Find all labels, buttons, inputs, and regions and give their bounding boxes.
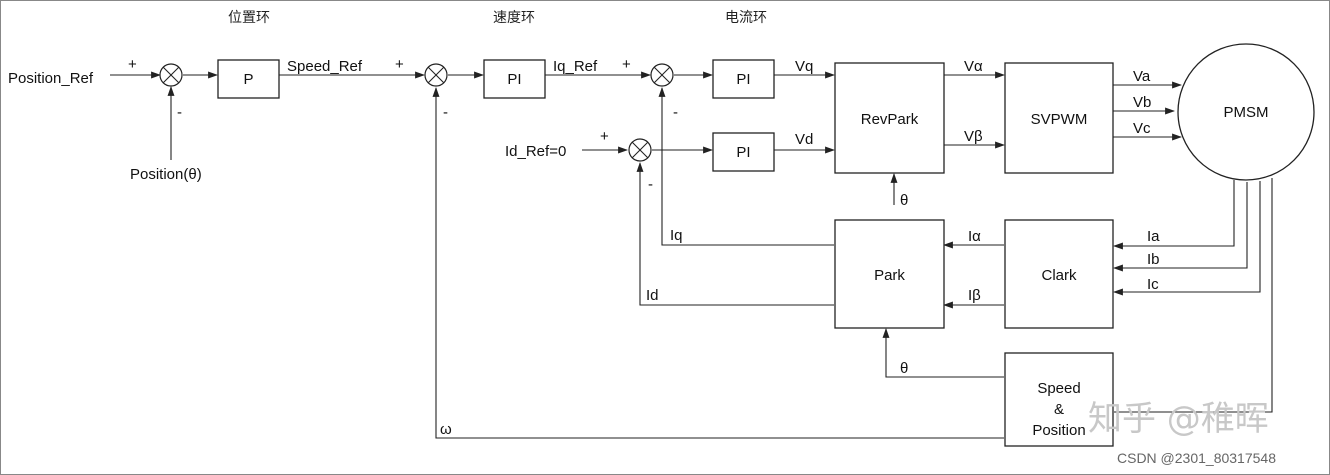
pi-id-label: PI: [736, 144, 750, 161]
current-loop-title: 电流环: [725, 10, 767, 26]
sum-junction-position: [159, 63, 183, 87]
footer-credit: CSDN @2301_80317548: [1117, 450, 1276, 466]
vc-label: Vc: [1133, 120, 1151, 137]
vd-label: Vd: [795, 131, 813, 148]
pi-iq-block: [712, 59, 775, 99]
pmsm-motor: [1177, 43, 1315, 181]
position-theta-label: Position(θ): [130, 166, 202, 183]
speed-position-label-line1: Speed: [1037, 380, 1080, 397]
position-loop-title: 位置环: [228, 10, 270, 26]
id-feedback-label: Id: [646, 287, 659, 304]
park-block: [834, 219, 945, 329]
sign-minus-iq: -: [673, 104, 678, 121]
revpark-block: [834, 62, 945, 174]
sum-junction-iq: [650, 63, 674, 87]
valpha-label: Vα: [964, 58, 983, 75]
speed-ref-label: Speed_Ref: [287, 58, 363, 75]
ic-label: Ic: [1147, 276, 1159, 293]
ia-label: Ia: [1147, 228, 1160, 245]
clark-label: Clark: [1041, 267, 1077, 284]
theta-park-label: θ: [900, 360, 908, 377]
vbeta-label: Vβ: [964, 128, 983, 145]
speed-position-block: [1004, 352, 1114, 447]
clark-block: [1004, 219, 1114, 329]
revpark-label: RevPark: [861, 111, 919, 128]
vq-label: Vq: [795, 58, 813, 75]
id-ref-label: Id_Ref=0: [505, 143, 566, 160]
svpwm-label: SVPWM: [1031, 111, 1088, 128]
sign-minus-id: -: [648, 176, 653, 193]
ialpha-label: Iα: [968, 228, 981, 245]
pi-speed-block: [483, 59, 546, 99]
ibeta-label: Iβ: [968, 287, 981, 304]
theta-revpark-label: θ: [900, 192, 908, 209]
pi-id-block: [712, 132, 775, 172]
position-ref-label: Position_Ref: [8, 70, 94, 87]
va-label: Va: [1133, 68, 1151, 85]
sum-junction-id: [628, 138, 652, 162]
speed-loop-title: 速度环: [493, 10, 535, 26]
park-label: Park: [874, 267, 905, 284]
sign-plus-speed: +: [395, 56, 404, 73]
pmsm-label: PMSM: [1224, 104, 1269, 121]
sign-minus-position: -: [177, 104, 182, 121]
svpwm-block: [1004, 62, 1114, 174]
sign-plus-id: +: [600, 128, 609, 145]
sign-minus-speed: -: [443, 104, 448, 121]
signal-wires: [110, 71, 1273, 439]
sum-junction-speed: [424, 63, 448, 87]
speed-position-label-line2: &: [1054, 401, 1064, 418]
p-controller-label: P: [243, 71, 253, 88]
sign-plus-iq: +: [622, 56, 631, 73]
ib-label: Ib: [1147, 251, 1160, 268]
iq-feedback-label: Iq: [670, 227, 683, 244]
sign-plus-position: +: [128, 56, 137, 73]
iq-ref-label: Iq_Ref: [553, 58, 598, 75]
p-controller-block: [217, 59, 280, 99]
watermark: 知乎 @稚晖: [1088, 399, 1269, 439]
pi-iq-label: PI: [736, 71, 750, 88]
omega-label: ω: [440, 421, 452, 438]
vb-label: Vb: [1133, 94, 1151, 111]
speed-position-label-line3: Position: [1032, 422, 1085, 439]
pi-speed-label: PI: [507, 71, 521, 88]
